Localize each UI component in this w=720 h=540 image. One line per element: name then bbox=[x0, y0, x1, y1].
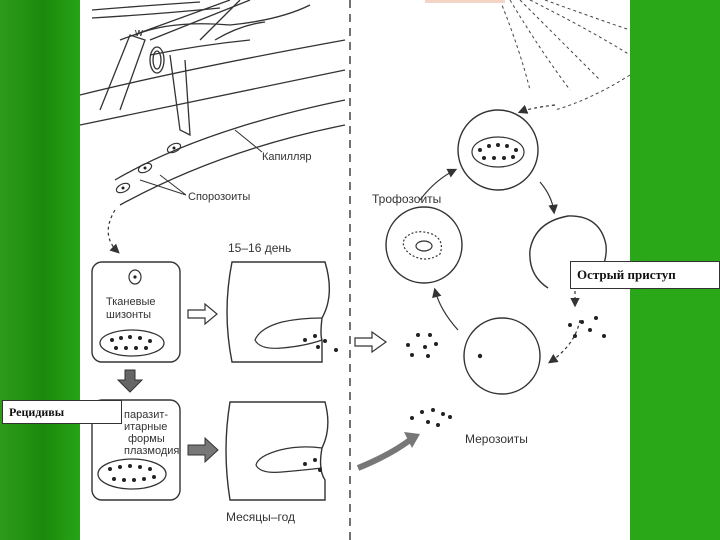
label-merozoites: Мерозоиты bbox=[465, 432, 528, 446]
capillary-pointer bbox=[234, 129, 263, 153]
liver-cell-paraerythrocytic bbox=[91, 399, 181, 501]
label-tissue-schizonts-2: шизонты bbox=[106, 309, 151, 321]
released-merozoites-2 bbox=[303, 458, 322, 472]
trophozoite-body bbox=[402, 231, 442, 260]
tissue-cell-nucleus bbox=[128, 269, 142, 285]
rbc-schizont bbox=[457, 109, 539, 191]
liver-cell-tissue-schizonts bbox=[91, 261, 181, 363]
free-merozoites-attack bbox=[568, 316, 606, 338]
schizont-cluster-1 bbox=[99, 329, 165, 357]
label-days: 15–16 день bbox=[228, 241, 291, 255]
label-paraerythrocytic-1: паразит- bbox=[124, 409, 168, 421]
cycle-arrow-1 bbox=[539, 181, 558, 215]
mosquito-sketch-mark: w bbox=[134, 27, 143, 39]
rbc-schizont-dots bbox=[478, 143, 518, 160]
arrow-to-liver bbox=[107, 209, 120, 254]
capillary-vessel bbox=[114, 99, 346, 206]
liver-cell-ruptured-2 bbox=[225, 401, 329, 501]
cycle-arrow-3 bbox=[432, 287, 459, 331]
released-merozoites-1 bbox=[303, 334, 338, 352]
incoming-arrow bbox=[517, 104, 556, 114]
sporozoites-pointer bbox=[139, 174, 187, 196]
cycle-arrow-2 bbox=[548, 319, 581, 364]
label-trophozoites: Трофозоиты bbox=[372, 192, 441, 206]
dashed-background-lines bbox=[499, 0, 631, 111]
arrow-to-blood bbox=[354, 330, 388, 354]
label-months-year: Месяцы–год bbox=[226, 510, 295, 524]
rbc-trophozoite bbox=[385, 206, 463, 284]
sporozoite-cells bbox=[115, 142, 182, 194]
label-paraerythrocytic-3: формы bbox=[128, 433, 165, 445]
rbc-ring-stage bbox=[463, 317, 541, 395]
label-tissue-schizonts-1: Тканевые bbox=[106, 296, 155, 308]
top-accent-bar bbox=[425, 0, 505, 3]
diagram-panel bbox=[80, 0, 630, 540]
arrow-cell3-to-cell4 bbox=[187, 436, 219, 464]
label-paraerythrocytic-4: плазмодия bbox=[124, 445, 179, 457]
arrow-cell1-to-cell2 bbox=[187, 302, 218, 326]
mosquito-skin-sketch bbox=[79, 0, 346, 137]
callout-relapses: Рецидивы bbox=[2, 400, 122, 424]
schizont-dots-1 bbox=[110, 335, 152, 350]
cycle-arrow-4 bbox=[419, 168, 458, 201]
schizont-rupture-2 bbox=[255, 446, 323, 473]
label-capillary: Капилляр bbox=[262, 151, 312, 163]
free-merozoites-lower bbox=[410, 408, 452, 427]
schizont-dots-2 bbox=[108, 464, 156, 482]
callout-acute-attack: Острый приступ bbox=[570, 261, 720, 289]
label-paraerythrocytic-2: итарные bbox=[124, 421, 167, 433]
schizont-cluster-2 bbox=[97, 458, 167, 490]
free-merozoites-middle bbox=[406, 333, 438, 358]
liver-cell-ruptured-1 bbox=[226, 261, 330, 363]
arrow-relapse-down bbox=[116, 369, 144, 393]
label-sporozoites: Спорозоиты bbox=[188, 191, 250, 203]
arrow-relapse-to-blood bbox=[356, 437, 412, 471]
rbc-rupturing bbox=[529, 215, 607, 289]
schizont-rupture-1 bbox=[254, 317, 323, 349]
